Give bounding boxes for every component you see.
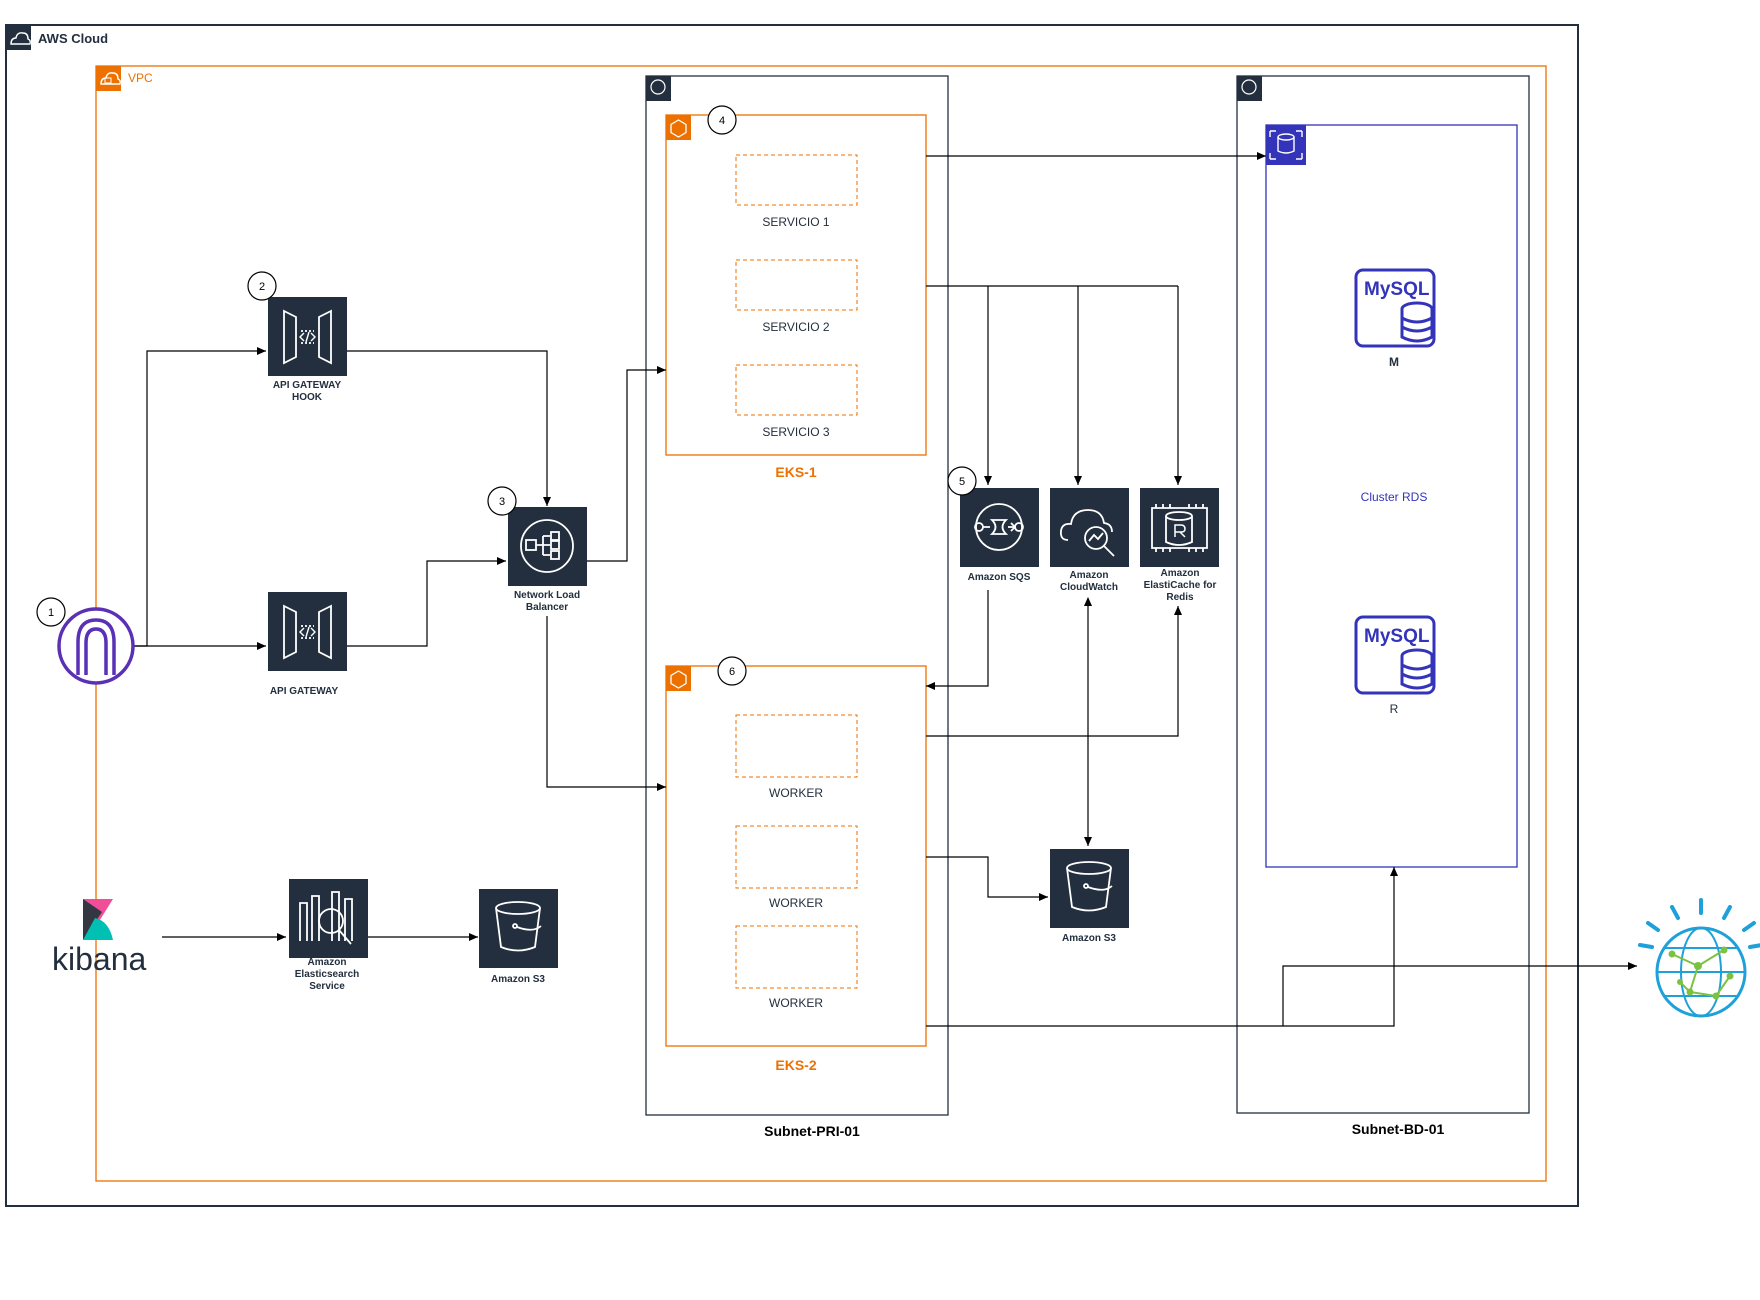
edge-sqs-to-eks-2 — [926, 590, 989, 690]
service-2-label: SERVICIO 2 — [762, 320, 829, 334]
svg-text:API GATEWAY: API GATEWAY — [273, 380, 342, 391]
svg-text:HOOK: HOOK — [292, 392, 323, 403]
edge-nlb-to-eks-2 — [546, 616, 666, 791]
cluster-rds-group: Cluster RDS MySQL M MySQL R — [1265, 124, 1518, 868]
cloudwatch-icon — [1050, 488, 1129, 567]
amazon-cloudwatch-node[interactable]: Amazon CloudWatch — [1050, 488, 1129, 593]
subnet-bd-01-group: Subnet-BD-01 — [1236, 75, 1530, 1137]
eks-1-group: SERVICIO 1 SERVICIO 2 SERVICIO 3 EKS-1 — [665, 114, 927, 480]
elasticache-icon — [1140, 488, 1219, 567]
mysql-master-label: M — [1389, 355, 1399, 369]
edge-hook-to-nlb — [346, 350, 551, 506]
svg-text:Amazon S3: Amazon S3 — [491, 974, 545, 985]
eks-2-group: WORKER WORKER WORKER EKS-2 — [665, 665, 927, 1073]
svg-text:MySQL: MySQL — [1364, 279, 1430, 300]
sqs-icon — [960, 488, 1039, 567]
edge-api-gateway-to-nlb — [346, 557, 506, 647]
load-balancer-icon — [508, 507, 587, 586]
service-1-box — [735, 154, 858, 206]
svg-text:ElastiCache for: ElastiCache for — [1144, 580, 1217, 591]
svg-text:Service: Service — [309, 981, 345, 992]
svg-text:Amazon S3: Amazon S3 — [1062, 933, 1116, 944]
network-load-balancer-node[interactable]: Network Load Balancer — [508, 507, 587, 613]
amazon-s3-node-right[interactable]: Amazon S3 — [1050, 849, 1129, 944]
svg-text:Amazon: Amazon — [1070, 570, 1109, 581]
step-badges: 1 2 3 4 5 6 — [36, 105, 977, 686]
svg-text:3: 3 — [499, 496, 505, 508]
edge-eks-2-to-elasticache — [926, 606, 1182, 737]
svg-text:1: 1 — [48, 607, 54, 619]
client-entry-icon[interactable] — [57, 607, 135, 685]
cloud-icon — [10, 32, 31, 45]
connectors — [134, 152, 1637, 1027]
subnet-bd-icon — [1241, 79, 1257, 95]
eks-icon — [670, 119, 687, 138]
vpc-label: VPC — [128, 71, 153, 85]
mysql-replica-label: R — [1390, 702, 1399, 716]
svg-text:2: 2 — [259, 281, 265, 293]
watson-globe-icon[interactable] — [1638, 898, 1760, 1018]
eks-2-icon — [670, 670, 687, 689]
rds-icon — [1269, 130, 1303, 160]
subnet-pri-01-group: Subnet-PRI-01 — [645, 75, 949, 1139]
svg-text:Balancer: Balancer — [526, 602, 568, 613]
service-3-label: SERVICIO 3 — [762, 425, 829, 439]
subnet-pri-label: Subnet-PRI-01 — [764, 1123, 860, 1139]
worker-3-label: WORKER — [769, 996, 823, 1010]
aws-cloud-label: AWS Cloud — [38, 31, 108, 46]
svg-text:CloudWatch: CloudWatch — [1060, 582, 1118, 593]
s3-bucket-icon — [479, 889, 558, 968]
svg-text:6: 6 — [729, 666, 735, 678]
mysql-replica-icon: MySQL — [1354, 615, 1436, 695]
api-gateway-hook-node[interactable]: API GATEWAY HOOK — [268, 297, 347, 403]
svg-text:Amazon: Amazon — [308, 957, 347, 968]
step-5-badge: 5 — [947, 466, 977, 496]
eks-2-label: EKS-2 — [775, 1057, 816, 1073]
amazon-elasticache-node[interactable]: Amazon ElastiCache for Redis — [1140, 488, 1219, 603]
svg-text:5: 5 — [959, 476, 965, 488]
worker-1-label: WORKER — [769, 786, 823, 800]
edge-nlb-to-eks-1 — [586, 366, 666, 562]
service-2-box — [735, 259, 858, 311]
edge-client-to-api-gateway-hook — [134, 347, 266, 647]
svg-text:API GATEWAY: API GATEWAY — [270, 686, 339, 697]
amazon-elasticsearch-node[interactable]: Amazon Elasticsearch Service — [289, 879, 368, 992]
edge-eks-2-to-rds-and-watson — [926, 867, 1398, 1027]
svg-text:Network Load: Network Load — [514, 590, 580, 601]
edge-to-watson — [1282, 962, 1637, 1026]
svg-text:Elasticsearch: Elasticsearch — [295, 969, 360, 980]
api-gateway-node[interactable]: API GATEWAY — [268, 592, 347, 697]
mysql-master-icon: MySQL — [1354, 268, 1436, 348]
svg-text:Amazon SQS: Amazon SQS — [968, 572, 1031, 583]
amazon-sqs-node[interactable]: Amazon SQS — [960, 488, 1039, 583]
subnet-bd-label: Subnet-BD-01 — [1352, 1121, 1445, 1137]
service-3-box — [735, 364, 858, 416]
step-6-badge: 6 — [717, 656, 747, 686]
subnet-icon — [650, 79, 666, 95]
svg-text:4: 4 — [719, 115, 725, 127]
aws-cloud-group: AWS Cloud — [5, 24, 1579, 1207]
svg-text:Amazon: Amazon — [1161, 568, 1200, 579]
vpc-cloud-icon — [100, 72, 121, 85]
step-3-badge: 3 — [487, 486, 517, 516]
step-1-badge: 1 — [36, 597, 66, 627]
svg-text:MySQL: MySQL — [1364, 626, 1430, 647]
step-4-badge: 4 — [707, 105, 737, 135]
kibana-logo[interactable]: kibana — [52, 899, 147, 977]
worker-2-box — [735, 825, 858, 889]
elasticsearch-icon — [289, 879, 368, 958]
cluster-rds-label: Cluster RDS — [1361, 490, 1428, 504]
edge-eks-2-to-s3 — [926, 856, 1048, 901]
worker-1-box — [735, 714, 858, 778]
eks-1-label: EKS-1 — [775, 464, 816, 480]
amazon-s3-node-left[interactable]: Amazon S3 — [479, 889, 558, 985]
step-2-badge: 2 — [247, 271, 277, 301]
worker-3-box — [735, 925, 858, 989]
kibana-wordmark: kibana — [52, 941, 147, 977]
service-1-label: SERVICIO 1 — [762, 215, 829, 229]
worker-2-label: WORKER — [769, 896, 823, 910]
svg-text:Redis: Redis — [1166, 592, 1194, 603]
s3-bucket-icon — [1050, 849, 1129, 928]
